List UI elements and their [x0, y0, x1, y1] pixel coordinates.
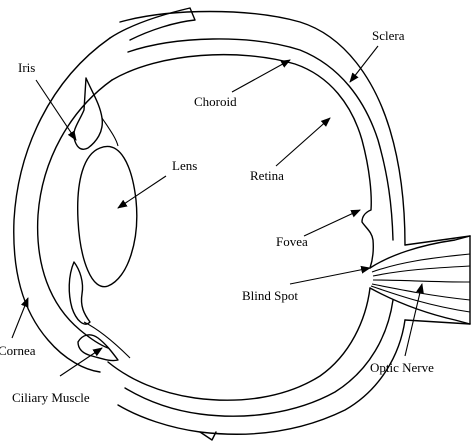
- optic-nerve-arrow: [404, 283, 424, 357]
- lens-shape: [76, 145, 138, 288]
- sclera-bottom-notch: [199, 431, 217, 441]
- cornea-arrow: [11, 297, 29, 339]
- ciliary-muscle-arrow: [59, 347, 103, 377]
- retina-layer-lower: [107, 287, 371, 401]
- sclera-outer-wall: [119, 10, 406, 246]
- retina-arrow: [275, 117, 331, 167]
- iris-lower: [68, 261, 91, 325]
- label-iris: Iris: [18, 60, 35, 75]
- label-cornea: Cornea: [0, 343, 36, 358]
- label-ciliary-muscle: Ciliary Muscle: [12, 390, 90, 405]
- label-optic-nerve: Optic Nerve: [370, 360, 434, 375]
- fovea-arrow: [303, 209, 361, 237]
- sclera-outer-wall-lower: [117, 319, 406, 435]
- iris-arrow: [35, 79, 77, 141]
- choroid-arrow: [231, 59, 291, 93]
- label-retina: Retina: [250, 168, 284, 183]
- optic-nerve-bundle-lower: [369, 287, 471, 325]
- blind-spot-arrow: [289, 265, 371, 285]
- label-choroid: Choroid: [194, 94, 237, 109]
- retina-layer: [111, 53, 374, 269]
- lens-arrow: [117, 175, 167, 209]
- label-blind-spot: Blind Spot: [242, 288, 298, 303]
- cornea-outer: [13, 37, 111, 373]
- optic-nerve-bundle: [369, 235, 471, 269]
- label-sclera: Sclera: [372, 28, 405, 43]
- choroid-layer: [127, 38, 394, 241]
- ciliary-muscle-shape: [77, 334, 119, 362]
- choroid-layer-lower: [124, 299, 394, 417]
- label-lens: Lens: [172, 158, 197, 173]
- iris-upper: [72, 77, 103, 150]
- cornea-inner: [36, 79, 113, 349]
- label-fovea: Fovea: [276, 234, 308, 249]
- sclera-arrow: [349, 45, 379, 83]
- sclera-top-notch: [109, 7, 196, 41]
